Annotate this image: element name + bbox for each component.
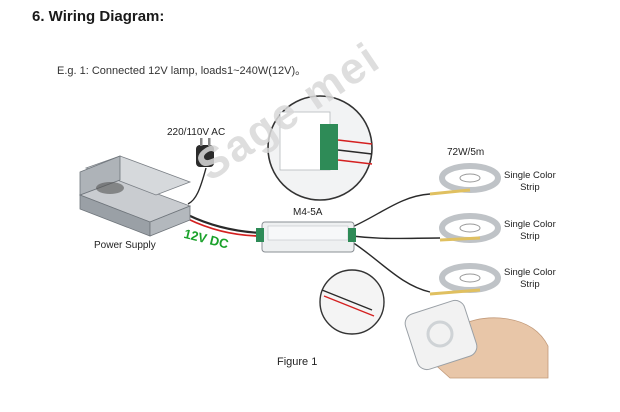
power-supply-icon bbox=[78, 155, 192, 237]
strip-rating-label: 72W/5m bbox=[447, 147, 485, 158]
output-wire-1 bbox=[349, 193, 431, 229]
power-supply-label: Power Supply bbox=[94, 240, 156, 251]
output-wire-3 bbox=[351, 241, 431, 293]
magnifier-icon bbox=[267, 95, 373, 201]
wires bbox=[187, 167, 441, 293]
strip-label-2: Single Color Strip bbox=[504, 219, 556, 242]
remote-detail-icon bbox=[319, 269, 385, 335]
led-reel-icon bbox=[429, 163, 501, 196]
ac-cable bbox=[187, 167, 207, 205]
remote-icon bbox=[404, 299, 478, 371]
output-wire-2 bbox=[351, 235, 441, 240]
led-reel-icon bbox=[429, 263, 501, 296]
figure-caption: Figure 1 bbox=[277, 356, 318, 368]
ac-label: 220/110V AC bbox=[167, 127, 226, 138]
dc-cable bbox=[187, 214, 263, 235]
strip-label-1: Single Color Strip bbox=[504, 170, 556, 193]
example-caption: E.g. 1: Connected 12V lamp, loads1~240W(… bbox=[57, 65, 307, 77]
controller-icon bbox=[256, 221, 356, 253]
dc-cable-red bbox=[187, 218, 263, 237]
section-heading: 6. Wiring Diagram: bbox=[32, 8, 165, 25]
controller-label: M4-5A bbox=[293, 207, 323, 218]
power-plug-icon bbox=[196, 138, 214, 167]
strip-label-3: Single Color Strip bbox=[504, 267, 556, 290]
led-reel-icon bbox=[439, 213, 501, 243]
